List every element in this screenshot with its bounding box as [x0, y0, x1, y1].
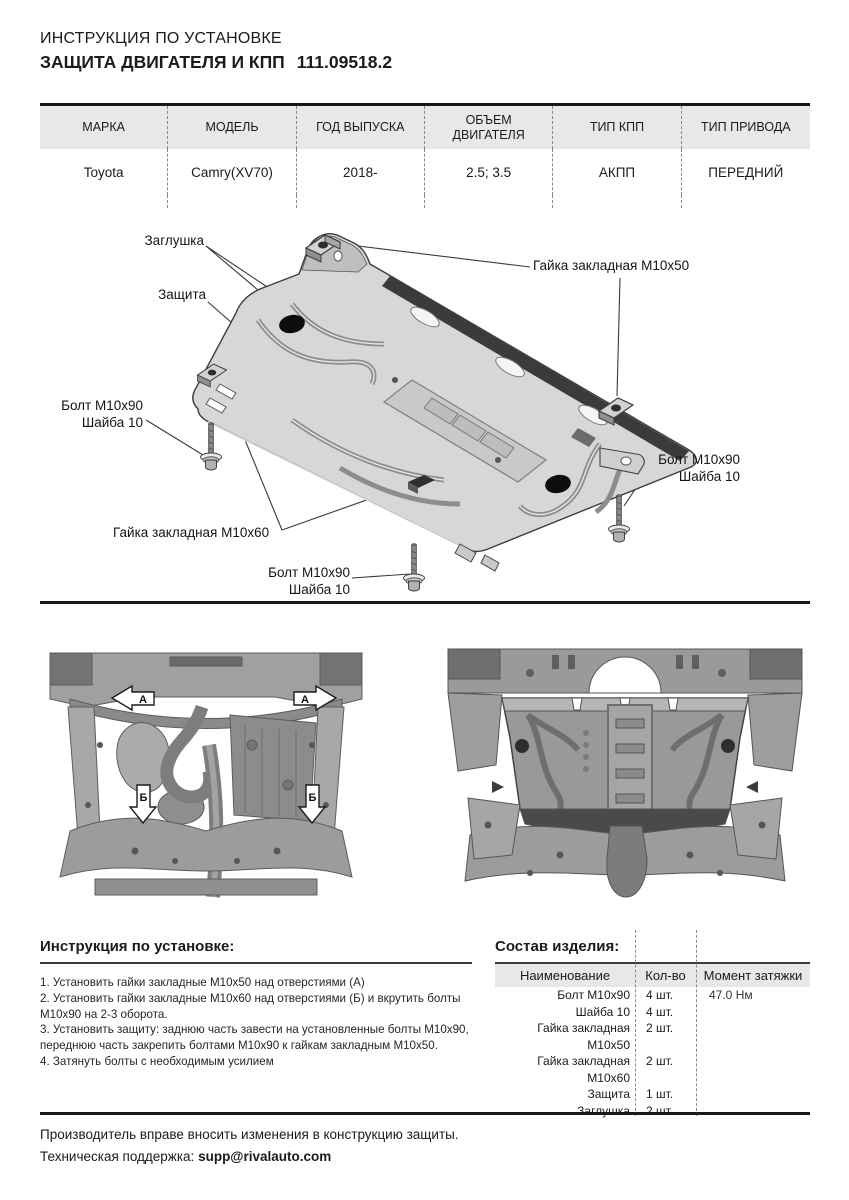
marker-a-left-arrow	[110, 684, 155, 712]
nut-m10x60-installed	[408, 475, 435, 494]
document-header: ИНСТРУКЦИЯ ПО УСТАНОВКЕ ЗАЩИТА ДВИГАТЕЛЯ…	[40, 30, 392, 73]
spec-header-gearbox: ТИП КПП	[553, 106, 682, 149]
vehicle-spec-table: МАРКА МОДЕЛЬ ГОД ВЫПУСКА ОБЪЕМ ДВИГАТЕЛЯ…	[40, 103, 810, 208]
support-line: Техническая поддержка: supp@rivalauto.co…	[40, 1146, 459, 1168]
spec-header-model: МОДЕЛЬ	[168, 106, 297, 149]
bracket-nut-right	[597, 397, 635, 426]
installation-instructions: Инструкция по установке: 1. Установить г…	[40, 938, 472, 1070]
rubber-pad	[571, 428, 596, 447]
underbody-photo-after	[447, 648, 803, 898]
instruction-step: 4. Затянуть болты с необходимым усилием	[40, 1054, 274, 1068]
parts-column-divider	[696, 930, 697, 1116]
bracket-nut-left	[196, 363, 228, 388]
marker-b-right-letter: Б	[309, 792, 317, 804]
instruction-step: 3. Установить защиту: заднюю часть завес…	[40, 1023, 469, 1053]
spec-value-year: 2018-	[297, 149, 425, 195]
support-label: Техническая поддержка:	[40, 1148, 195, 1164]
spec-header-brand: МАРКА	[40, 106, 169, 149]
marker-a-left-letter: А	[139, 694, 147, 706]
installed-skid-plate	[501, 697, 749, 834]
spec-header-engine: ОБЪЕМ ДВИГАТЕЛЯ	[424, 106, 554, 149]
photo-before-installation: А А Б Б	[40, 645, 372, 912]
manufacturer-note: Производитель вправе вносить изменения в…	[40, 1127, 459, 1142]
footer: Производитель вправе вносить изменения в…	[40, 1124, 459, 1167]
label-bolt-left: Болт М10х90 Шайба 10	[61, 398, 143, 431]
spec-data-row: Toyota Camry(XV70) 2018- 2.5; 3.5 АКПП П…	[40, 149, 810, 195]
instruction-step: 2. Установить гайки закладные М10х60 над…	[40, 991, 461, 1021]
label-bolt-bottom: Болт М10х90 Шайба 10	[268, 565, 350, 598]
page-title-text: ЗАЩИТА ДВИГАТЕЛЯ И КПП	[40, 52, 285, 72]
spec-value-model: Camry(XV70)	[168, 149, 297, 195]
part-number: 111.09518.2	[296, 52, 393, 72]
parts-heading: Состав изделия:	[495, 938, 810, 964]
spec-header-year: ГОД ВЫПУСКА	[296, 106, 425, 149]
underbody-photo-before: А А Б Б	[49, 652, 363, 898]
exploded-diagram: Заглушка Защита Гайка закладная М10х50 Б…	[40, 212, 810, 604]
parts-col-name: Наименование	[519, 968, 611, 983]
instructions-heading: Инструкция по установке:	[40, 938, 472, 964]
footer-divider	[40, 1112, 810, 1115]
photo-after-installation	[440, 643, 810, 912]
spec-header-row: МАРКА МОДЕЛЬ ГОД ВЫПУСКА ОБЪЕМ ДВИГАТЕЛЯ…	[40, 106, 810, 149]
parts-row: Защита 1 шт.	[587, 1087, 674, 1101]
plug-front	[279, 314, 305, 334]
document-subtitle: ИНСТРУКЦИЯ ПО УСТАНОВКЕ	[40, 30, 282, 47]
parts-col-torque: Момент затяжки	[703, 968, 803, 983]
marker-b-left-arrow	[128, 784, 158, 825]
bolt-bottom	[403, 543, 425, 592]
plug-rear	[545, 474, 571, 494]
louver-slots	[423, 397, 515, 459]
parts-row: Шайба 10 4 шт.	[575, 1004, 674, 1019]
label-nut-m10x60: Гайка закладная М10х60	[113, 525, 270, 540]
marker-b-right-arrow	[297, 784, 327, 825]
marker-a-right-letter: А	[301, 694, 309, 706]
oval-holes	[410, 306, 608, 426]
parts-table: Наименование Кол-во Момент затяжки Болт …	[495, 930, 810, 1119]
marker-b-left-letter: Б	[140, 792, 148, 804]
label-shield: Защита	[158, 287, 206, 302]
label-plug: Заглушка	[144, 233, 204, 248]
spec-value-gearbox: АКПП	[553, 149, 682, 195]
parts-column-divider	[635, 930, 636, 1116]
marker-a-right-arrow	[293, 684, 338, 712]
bolt-left	[200, 422, 222, 471]
hole-markers	[110, 684, 338, 825]
spec-value-brand: Toyota	[40, 149, 169, 195]
bolt-right	[608, 494, 630, 543]
parts-row: Заглушка 2 шт.	[577, 1103, 674, 1118]
spec-stub-row	[40, 195, 810, 208]
instruction-step: 1. Установить гайки закладные М10х50 над…	[40, 976, 365, 989]
skid-plate-drawing	[145, 233, 698, 592]
parts-header-row: Наименование Кол-во Момент затяжки	[495, 964, 810, 987]
parts-list: Состав изделия: Наименование Кол-во Моме…	[495, 930, 810, 1119]
parts-row: Гайка закладная М10х50 2 шт.	[537, 1021, 674, 1052]
spec-value-drive: ПЕРЕДНИЙ	[708, 164, 784, 180]
parts-row: Болт М10х90 4 шт. 47.0 Нм	[557, 988, 753, 1002]
section-divider	[40, 601, 810, 604]
spec-value-engine: 2.5; 3.5	[425, 149, 554, 195]
label-bolt-right: Болт М10х90 Шайба 10	[658, 452, 740, 485]
support-email: supp@rivalauto.com	[198, 1148, 332, 1164]
spec-header-drive: ТИП ПРИВОДА	[681, 106, 810, 149]
page-title: ЗАЩИТА ДВИГАТЕЛЯ И КПП 111.09518.2	[40, 52, 392, 73]
parts-col-qty: Кол-во	[645, 968, 686, 983]
label-nut-m10x50: Гайка закладная М10х50	[533, 258, 690, 273]
instructions-steps: 1. Установить гайки закладные М10х50 над…	[40, 975, 472, 1070]
bracket-nut-top	[304, 234, 342, 263]
parts-row: Гайка закладная М10х60 2 шт.	[537, 1054, 674, 1085]
